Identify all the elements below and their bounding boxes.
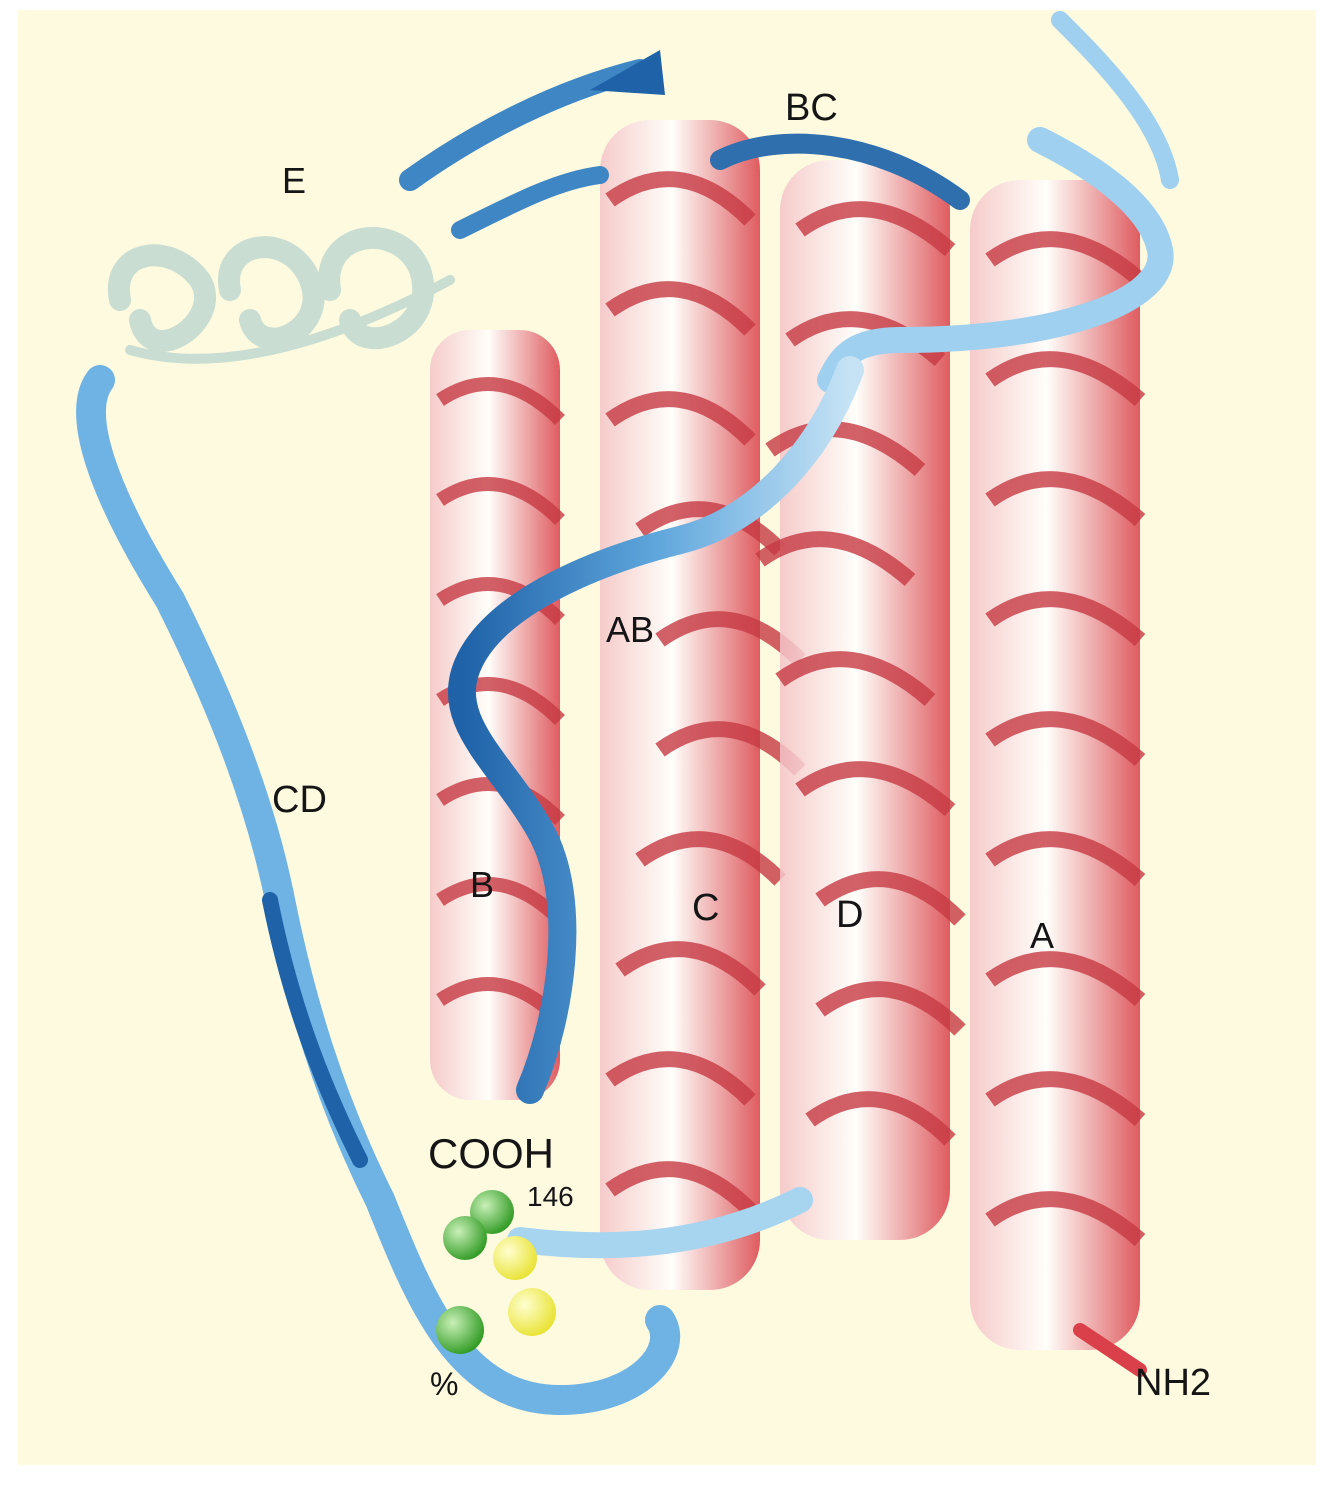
label-helix-e: E bbox=[282, 160, 306, 201]
label-loop-cd: CD bbox=[272, 779, 327, 821]
label-helix-d: D bbox=[836, 894, 863, 936]
residue-yellow bbox=[493, 1236, 537, 1280]
label-loop-bc: BC bbox=[785, 87, 838, 129]
helix-b bbox=[430, 330, 560, 1100]
residue-green bbox=[443, 1216, 487, 1260]
label-percent-mark: % bbox=[430, 1366, 458, 1402]
label-n-terminus: NH2 bbox=[1135, 1362, 1211, 1404]
residue-yellow bbox=[508, 1288, 556, 1336]
residue-green bbox=[436, 1306, 484, 1354]
label-helix-c: C bbox=[692, 887, 719, 929]
label-loop-ab: AB bbox=[606, 609, 654, 650]
label-residue-number: 146 bbox=[527, 1181, 574, 1212]
label-helix-b: B bbox=[470, 864, 494, 905]
label-c-terminus: COOH bbox=[428, 1130, 554, 1177]
helix-a bbox=[970, 180, 1140, 1370]
helix-d bbox=[760, 160, 960, 1240]
label-helix-a: A bbox=[1030, 915, 1054, 956]
